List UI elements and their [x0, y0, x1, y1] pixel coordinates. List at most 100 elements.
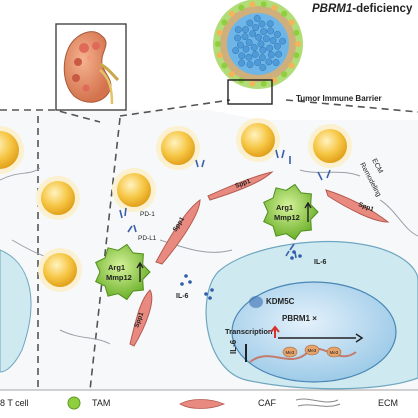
- il6-label-right: IL-6: [314, 259, 327, 266]
- t-cell: [36, 176, 80, 220]
- tumor-dot: [234, 34, 242, 42]
- barrier-dot: [216, 52, 223, 59]
- tam-gene-label: Arg1: [108, 263, 125, 272]
- tumor-dot: [262, 35, 270, 43]
- barrier-dot: [260, 80, 267, 87]
- tumor-dot: [242, 45, 250, 53]
- tumor-dot: [273, 42, 281, 50]
- tumor-dot: [257, 40, 265, 48]
- receptor-group: [119, 149, 331, 259]
- inset-label: Tumor Immune Barrier: [296, 94, 382, 103]
- cytokine-dot: [184, 274, 188, 278]
- tumor-dot: [246, 61, 254, 69]
- barrier-dot: [281, 71, 288, 78]
- kidney-inset: [55, 23, 127, 111]
- barrier-dot: [293, 29, 300, 36]
- dashed-divider: [0, 99, 418, 391]
- barrier-dot: [221, 19, 228, 26]
- cytokine-dot: [204, 292, 208, 296]
- barrier-dot: [238, 4, 245, 11]
- tumor-dot: [251, 50, 259, 58]
- kdm5c-blob: [249, 296, 263, 308]
- tumor-dot: [246, 19, 254, 27]
- pd1-label: PD-1: [140, 211, 155, 218]
- tumor-cluster: [213, 0, 303, 105]
- tumor-dot: [258, 20, 266, 28]
- tumor-dot: [279, 37, 287, 45]
- barrier-dot: [249, 1, 256, 8]
- tumor-dot: [238, 52, 246, 60]
- tumor-dot: [265, 58, 273, 66]
- up-arrow: [136, 261, 144, 282]
- tumor-dot: [254, 59, 261, 67]
- legend-caf-label: CAF: [258, 398, 277, 408]
- pdl1-label: PD-L1: [138, 235, 157, 242]
- tumor-dot: [234, 26, 242, 34]
- tumor-dot: [267, 51, 275, 59]
- tumor-cell: [205, 240, 418, 390]
- tumor-dot: [258, 54, 266, 62]
- t-cell: [112, 168, 156, 212]
- barrier-dot: [221, 62, 228, 69]
- tumor-dot: [241, 33, 249, 41]
- tumor-dot: [259, 64, 267, 72]
- barrier-dot: [228, 71, 235, 78]
- caf-cell: Spp1: [129, 289, 153, 347]
- il6-label-left: IL-6: [176, 293, 189, 300]
- tumor-dot: [236, 41, 244, 49]
- cytokine-dot: [290, 256, 294, 260]
- tumor-dot: [274, 30, 281, 38]
- barrier-zoom-box: [227, 79, 273, 105]
- t-cell: [38, 248, 82, 292]
- legend-tam-icon: [67, 396, 81, 410]
- barrier-dot: [260, 1, 267, 8]
- tumor-dot: [253, 15, 261, 22]
- t-cell: [0, 126, 24, 174]
- dna-strand: [278, 333, 364, 343]
- tumor-dot: [275, 50, 283, 58]
- tumor-dot: [242, 26, 249, 34]
- up-arrow: [304, 201, 312, 222]
- t-cell: [156, 126, 200, 170]
- tumor-dot: [238, 59, 246, 67]
- cytokine-dot: [292, 250, 296, 254]
- tumor-dot: [260, 28, 268, 36]
- barrier-dot: [295, 41, 301, 47]
- tumor-dot: [249, 30, 257, 38]
- tumor-dot: [255, 33, 263, 41]
- left-tumor-region: [0, 249, 32, 373]
- t-cell-group: [0, 118, 352, 292]
- me3-label: Me3: [330, 350, 339, 355]
- tumor-dot: [266, 44, 274, 52]
- legend-tcell-label: 8 T cell: [0, 398, 29, 408]
- tumor-dot: [245, 53, 253, 61]
- tumor-dot: [252, 24, 260, 32]
- figure-title: PBRM1-deficiency: [312, 3, 413, 15]
- me3-label: Me3: [286, 350, 295, 355]
- caf-cell: Spp1: [207, 171, 274, 201]
- tumor-dot: [232, 47, 240, 55]
- barrier-dot: [281, 10, 288, 17]
- caf-cell: Spp1: [325, 189, 390, 223]
- nucleosome: Me3: [326, 346, 342, 358]
- barrier-dot: [288, 62, 295, 69]
- nucleosome: Me3: [304, 344, 320, 356]
- t-cell: [236, 118, 280, 162]
- kdm5c-label: KDM5C: [266, 297, 295, 306]
- tumor-dot: [267, 27, 275, 35]
- legend-ecm-label: ECM: [378, 398, 398, 408]
- barrier-dot: [228, 10, 235, 17]
- t-cell: [308, 124, 352, 168]
- tam-gene-label: Arg1: [276, 203, 293, 212]
- barrier-dot: [216, 29, 223, 36]
- tumor-dot: [245, 39, 253, 46]
- barrier-dot: [271, 4, 278, 11]
- legend-ecm-icon: [295, 398, 341, 407]
- tumor-dot: [266, 20, 274, 28]
- cytokine-dot: [180, 282, 184, 286]
- barrier-dot: [249, 80, 256, 87]
- barrier-dot: [293, 52, 300, 59]
- legend-caf-icon: [179, 399, 226, 409]
